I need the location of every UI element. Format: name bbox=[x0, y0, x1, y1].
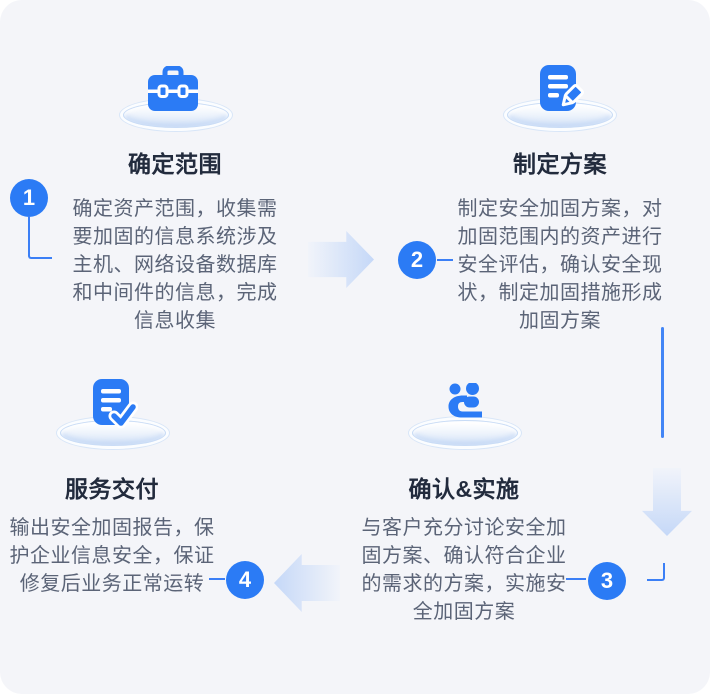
step3-connector-elbow bbox=[647, 563, 665, 581]
desc-line: 信息收集 bbox=[134, 310, 216, 332]
step2-connector-line bbox=[437, 259, 453, 261]
document-check-icon bbox=[93, 379, 138, 429]
desc-line: 加固范围内的资产进行 bbox=[457, 226, 663, 248]
desc-line: 确定资产范围，收集需 bbox=[72, 198, 278, 220]
step-number-badge: 1 bbox=[10, 179, 48, 217]
step-title: 制定方案 bbox=[513, 151, 607, 177]
step-description: 制定安全加固方案，对 加固范围内的资产进行 安全评估，确认安全现 状，制定加固措… bbox=[448, 195, 672, 335]
desc-line: 安全评估，确认安全现 bbox=[457, 254, 663, 276]
desc-line: 状，制定加固措施形成 bbox=[457, 282, 663, 304]
step-number-badge: 3 bbox=[588, 562, 626, 600]
desc-line: 要加固的信息系统涉及 bbox=[72, 226, 278, 248]
desc-line: 全加固方案 bbox=[412, 601, 516, 623]
step-description: 输出安全加固报告，保 护企业信息安全，保证 修复后业务正常运转 bbox=[0, 514, 224, 598]
step-title: 确定范围 bbox=[128, 151, 222, 177]
flow-arrow-down-icon bbox=[642, 468, 692, 536]
flow-arrow-left-icon bbox=[274, 554, 340, 612]
desc-line: 护企业信息安全，保证 bbox=[9, 545, 215, 567]
desc-line: 固方案、确认符合企业 bbox=[361, 545, 567, 567]
desc-line: 和中间件的信息，完成 bbox=[72, 282, 278, 304]
desc-line: 加固方案 bbox=[519, 310, 601, 332]
step1-connector-line bbox=[28, 216, 52, 259]
document-edit-icon bbox=[540, 65, 585, 111]
step3-connector-line bbox=[566, 578, 586, 580]
flow-vertical-line bbox=[661, 327, 664, 438]
desc-line: 输出安全加固报告，保 bbox=[9, 517, 215, 539]
desc-line: 制定安全加固方案，对 bbox=[457, 198, 663, 220]
step-title: 确认&实施 bbox=[408, 476, 520, 502]
step4-connector-line bbox=[209, 578, 225, 580]
desc-line: 的需求的方案，实施安 bbox=[361, 573, 567, 595]
desc-line: 与客户充分讨论安全加 bbox=[361, 517, 567, 539]
step-description: 确定资产范围，收集需 要加固的信息系统涉及 主机、网络设备数据库 和中间件的信息… bbox=[63, 195, 287, 335]
people-discussion-icon bbox=[448, 383, 482, 418]
flow-arrow-right-icon bbox=[308, 231, 374, 288]
step-description: 与客户充分讨论安全加 固方案、确认符合企业 的需求的方案，实施安 全加固方案 bbox=[352, 514, 576, 626]
step-number-badge: 2 bbox=[398, 241, 436, 279]
briefcase-icon bbox=[148, 66, 198, 111]
desc-line: 修复后业务正常运转 bbox=[19, 573, 205, 595]
desc-line: 主机、网络设备数据库 bbox=[72, 254, 278, 276]
step-number-badge: 4 bbox=[226, 561, 264, 599]
icon-pedestal bbox=[412, 420, 518, 446]
step-title: 服务交付 bbox=[65, 476, 159, 502]
